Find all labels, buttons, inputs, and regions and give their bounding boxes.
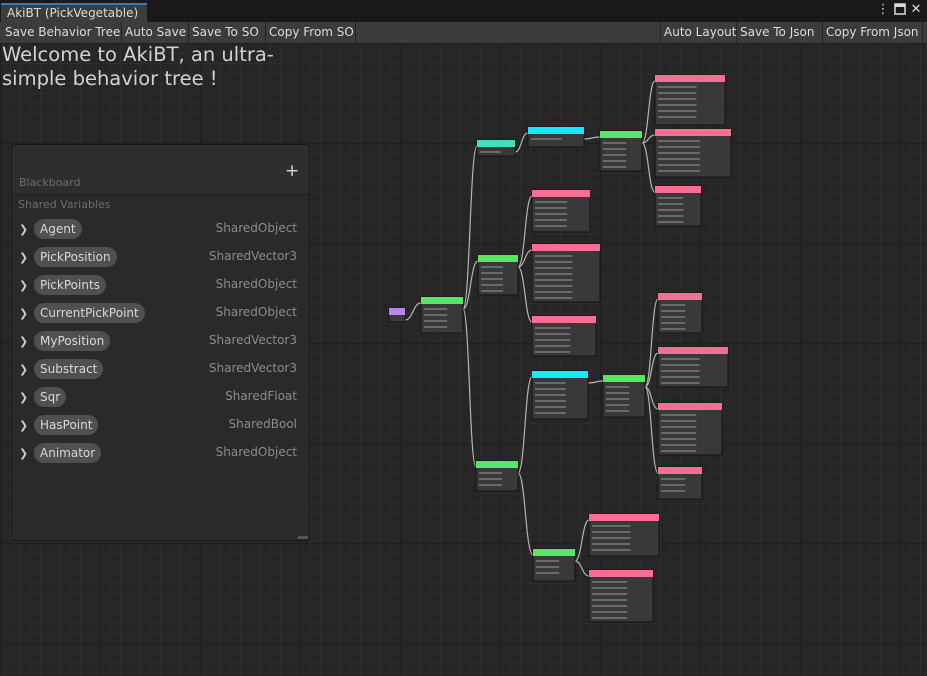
node-edge — [644, 298, 659, 388]
graph-node[interactable] — [657, 292, 703, 334]
chevron-right-icon[interactable]: ❯ — [19, 307, 29, 320]
variable-name[interactable]: CurrentPickPoint — [34, 303, 145, 323]
graph-node[interactable] — [532, 548, 576, 582]
kebab-menu-icon[interactable]: ⋮ — [876, 2, 890, 17]
graph-node[interactable] — [420, 296, 464, 334]
chevron-right-icon[interactable]: ❯ — [19, 363, 29, 376]
graph-node[interactable] — [599, 130, 643, 172]
chevron-right-icon[interactable]: ❯ — [19, 419, 29, 432]
graph-node[interactable] — [476, 139, 516, 157]
graph-node[interactable] — [602, 374, 646, 418]
auto-layout-button[interactable]: Auto Layout — [660, 22, 737, 43]
node-edge — [574, 560, 590, 577]
graph-node[interactable] — [654, 128, 732, 178]
window-tab[interactable]: AkiBT (PickVegetable) — [1, 3, 147, 22]
save-behavior-tree-button[interactable]: Save Behavior Tree — [2, 22, 122, 43]
graph-node[interactable] — [531, 370, 589, 420]
graph-node[interactable] — [654, 185, 702, 227]
blackboard-header: Blackboard + — [12, 145, 309, 195]
variable-type: SharedBool — [228, 417, 298, 431]
node-edge — [514, 132, 529, 153]
variable-type: SharedFloat — [225, 389, 297, 403]
node-edge — [517, 195, 533, 268]
node-edge — [517, 266, 533, 323]
node-edge — [641, 134, 656, 144]
variable-row[interactable]: ❯ Substract SharedVector3 — [12, 357, 309, 383]
plus-icon[interactable]: + — [285, 161, 300, 181]
node-edge — [587, 380, 604, 384]
variable-row[interactable]: ❯ Agent SharedObject — [12, 217, 309, 243]
node-edge — [517, 249, 533, 268]
node-edge — [517, 472, 534, 556]
variable-type: SharedObject — [215, 277, 297, 291]
node-edge — [641, 80, 656, 144]
variable-name[interactable]: HasPoint — [34, 415, 99, 435]
variable-name[interactable]: PickPoints — [34, 275, 106, 295]
graph-node[interactable] — [588, 569, 654, 623]
node-graph — [388, 74, 732, 623]
graph-node[interactable] — [531, 189, 591, 233]
save-to-so-button[interactable]: Save To SO — [189, 22, 266, 43]
maximize-icon[interactable] — [893, 3, 907, 17]
variable-row[interactable]: ❯ PickPoints SharedObject — [12, 273, 309, 299]
graph-node[interactable] — [657, 466, 703, 500]
variable-type: SharedVector3 — [208, 249, 297, 263]
chevron-right-icon[interactable]: ❯ — [19, 251, 29, 264]
variable-name[interactable]: Sqr — [34, 387, 67, 407]
node-edge — [462, 260, 479, 310]
graph-node[interactable] — [657, 402, 723, 456]
resize-handle[interactable] — [298, 536, 308, 539]
graph-node[interactable] — [531, 315, 597, 357]
variable-row[interactable]: ❯ CurrentPickPoint SharedObject — [12, 301, 309, 327]
shared-variables-label: Shared Variables — [18, 198, 111, 211]
copy-from-so-button[interactable]: Copy From SO — [266, 22, 356, 43]
variable-type: SharedObject — [215, 305, 297, 319]
node-edge — [574, 519, 590, 562]
variable-name[interactable]: MyPosition — [34, 331, 111, 351]
graph-node[interactable] — [527, 126, 585, 148]
variable-type: SharedObject — [215, 445, 297, 459]
blackboard-title: Blackboard — [19, 176, 81, 189]
chevron-right-icon[interactable]: ❯ — [19, 279, 29, 292]
chevron-right-icon[interactable]: ❯ — [19, 391, 29, 404]
graph-node[interactable] — [477, 254, 519, 296]
node-edge — [644, 352, 659, 388]
chevron-right-icon[interactable]: ❯ — [19, 335, 29, 348]
auto-save-button[interactable]: Auto Save — [122, 22, 189, 43]
variable-type: SharedVector3 — [208, 333, 297, 347]
variable-row[interactable]: ❯ PickPosition SharedVector3 — [12, 245, 309, 271]
save-to-json-button[interactable]: Save To Json — [737, 22, 823, 43]
graph-node[interactable] — [531, 243, 601, 303]
variable-name[interactable]: PickPosition — [34, 247, 117, 267]
variable-row[interactable]: ❯ HasPoint SharedBool — [12, 413, 309, 439]
node-edge — [404, 302, 422, 321]
node-edge — [462, 308, 477, 468]
variable-name[interactable]: Animator — [34, 443, 102, 463]
toolbar: Save Behavior Tree Auto Save Save To SO … — [0, 22, 927, 44]
node-edge — [644, 386, 659, 474]
copy-from-json-button[interactable]: Copy From Json — [823, 22, 923, 43]
variable-type: SharedVector3 — [208, 361, 297, 375]
variable-name[interactable]: Agent — [34, 219, 82, 239]
variable-type: SharedObject — [215, 221, 297, 235]
variable-row[interactable]: ❯ Sqr SharedFloat — [12, 385, 309, 411]
variable-row[interactable]: ❯ MyPosition SharedVector3 — [12, 329, 309, 355]
welcome-text: Welcome to AkiBT, an ultra-simple behavi… — [2, 43, 274, 90]
node-edge — [517, 376, 533, 474]
close-icon[interactable]: ✕ — [910, 2, 922, 17]
graph-node[interactable] — [388, 307, 406, 323]
chevron-right-icon[interactable]: ❯ — [19, 447, 29, 460]
variable-name[interactable]: Substract — [34, 359, 104, 379]
node-edge — [583, 136, 601, 140]
variable-row[interactable]: ❯ Animator SharedObject — [12, 441, 309, 467]
graph-node[interactable] — [475, 460, 519, 492]
node-edge — [641, 142, 656, 193]
chevron-right-icon[interactable]: ❯ — [19, 223, 29, 236]
graph-node[interactable] — [657, 346, 729, 388]
graph-node[interactable] — [588, 513, 660, 557]
graph-node[interactable] — [654, 74, 726, 126]
window-titlebar: AkiBT (PickVegetable) ⋮ ✕ — [0, 0, 927, 23]
node-edge — [462, 145, 478, 310]
